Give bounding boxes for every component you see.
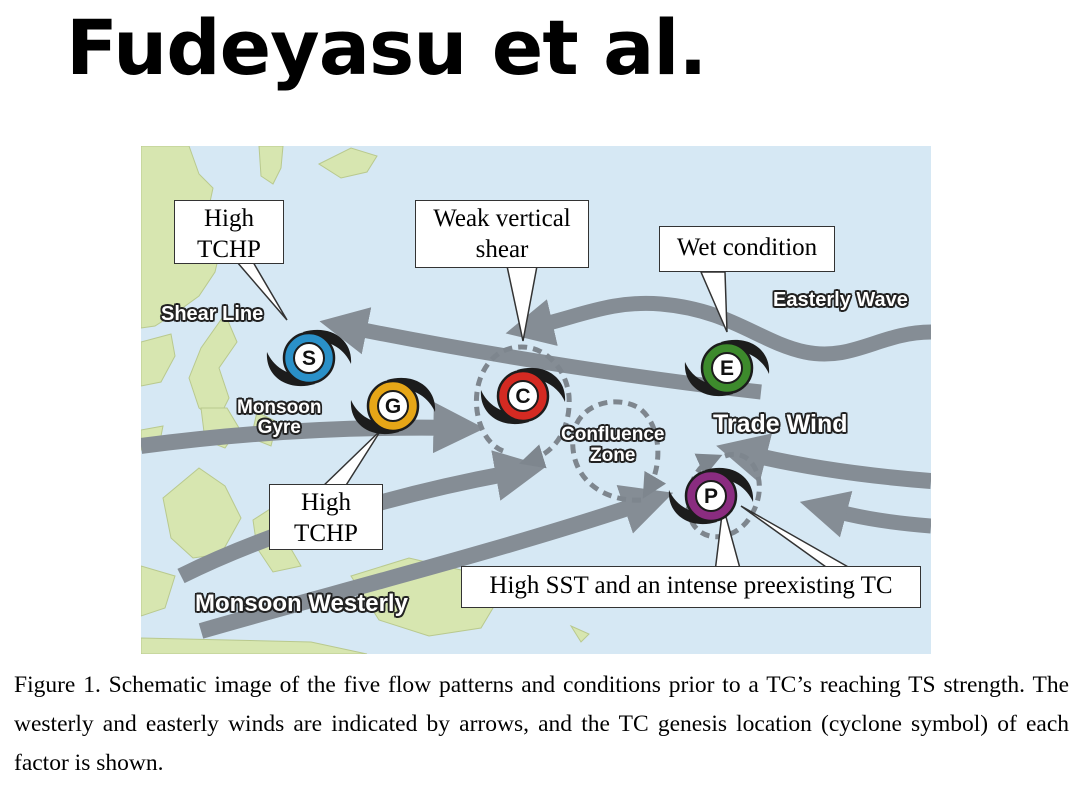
indochina-coast [141, 333, 176, 387]
cyclone-c-letter: C [515, 385, 530, 408]
label-shear-line: Shear Line [161, 303, 264, 325]
callout-p-high-sst: High SST and an intense preexisting TC [461, 566, 921, 608]
cyclone-p-icon: P [668, 467, 754, 525]
callout-p-line1: High SST and an intense preexisting TC [489, 572, 893, 599]
callout-c-weak-shear: Weak vertical shear [415, 200, 589, 268]
label-easterly-wave: Easterly Wave [773, 289, 908, 311]
cyclone-e-icon: E [684, 339, 770, 397]
cyclone-p-letter: P [704, 485, 718, 508]
arrow-trade-wind [716, 433, 931, 489]
callout-s-line1: High [204, 205, 254, 232]
label-monsoon-gyre-line1: Monsoon [237, 397, 322, 418]
figure-caption: Figure 1. Schematic image of the five fl… [14, 672, 1069, 776]
cyclone-s-eye [293, 342, 325, 374]
small-island-a [569, 624, 590, 643]
southern-land [141, 637, 368, 654]
cyclone-e-letter: E [720, 357, 734, 380]
arrow-easterly-wave [505, 295, 931, 362]
schematic-figure: S G C E P High TCHP Weak vertical shear Wet … [141, 146, 931, 654]
slide-title: Fudeyasu et al. [66, 3, 707, 92]
label-monsoon-westerly: Monsoon Westerly [195, 590, 408, 617]
arrow-monsoon-westerly-bottom [198, 484, 674, 639]
arrow-monsoon-westerly-upper [141, 401, 485, 454]
island-north [258, 146, 284, 185]
cyclone-g-letter: G [385, 395, 401, 418]
label-confluence-zone-line2: Zone [590, 445, 636, 466]
label-confluence-zone-line1: Confluence [561, 424, 665, 445]
cyclone-c-eye [507, 380, 539, 412]
cyclone-symbols: S G C E P [266, 329, 770, 525]
callout-c-line1: Weak vertical [433, 205, 571, 232]
callout-c-line2: shear [475, 236, 529, 264]
callout-g-line2: TCHP [294, 520, 358, 548]
cyclone-g-eye [377, 390, 409, 422]
cyclone-p-eye [695, 480, 727, 512]
label-monsoon-gyre: Monsoon Gyre [237, 398, 321, 438]
pointer-e [699, 271, 728, 333]
callout-g-high-tchp: High TCHP [269, 484, 383, 550]
callout-e-line1: Wet condition [676, 234, 818, 261]
label-monsoon-gyre-line2: Gyre [257, 417, 301, 438]
cyclone-s-letter: S [302, 347, 316, 370]
island-southwest [141, 565, 176, 617]
borneo [162, 467, 242, 559]
label-confluence-zone: Confluence Zone [561, 424, 664, 466]
callout-s-high-tchp: High TCHP [174, 200, 284, 264]
cyclone-s-icon: S [266, 329, 352, 387]
loop-confluence-north [474, 344, 572, 469]
cyclone-e-eye [711, 352, 743, 384]
callout-s-line2: TCHP [197, 236, 261, 264]
island-northeast [317, 147, 378, 179]
label-trade-wind: Trade Wind [713, 410, 848, 438]
arrow-trade-wind-south [799, 490, 931, 538]
cyclone-c-icon: C [480, 367, 566, 425]
callout-g-line1: High [301, 489, 351, 516]
callout-e-wet: Wet condition [659, 226, 835, 272]
loop-confluence-zone [570, 399, 667, 503]
cyclone-g-icon: G [350, 377, 436, 435]
